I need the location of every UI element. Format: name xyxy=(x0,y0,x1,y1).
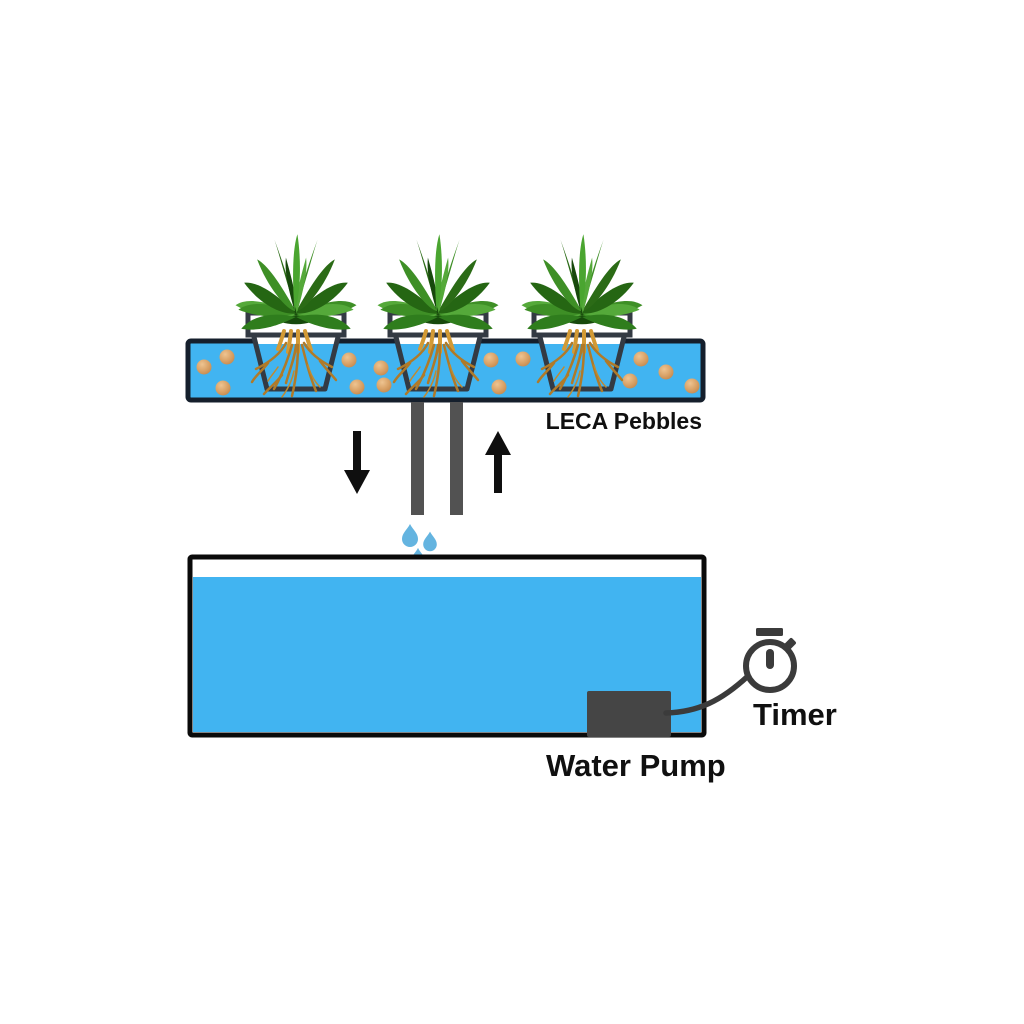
pot-body-outline xyxy=(392,332,484,392)
pebble xyxy=(215,380,231,396)
pebble xyxy=(349,379,365,395)
pebble xyxy=(341,352,357,368)
pebble xyxy=(219,349,235,365)
pot-body-outline xyxy=(250,332,342,392)
pebble xyxy=(196,359,212,375)
label-water-pump: Water Pump xyxy=(546,748,726,783)
water-droplet xyxy=(423,531,437,552)
leca-pebbles-group xyxy=(196,349,700,396)
pebble xyxy=(373,360,389,376)
pebble xyxy=(515,351,531,367)
pump-cord xyxy=(663,673,751,716)
water-pump xyxy=(587,691,671,737)
pebble xyxy=(658,364,674,380)
pebble xyxy=(633,351,649,367)
net-pot-3 xyxy=(521,234,643,399)
net-pot-1 xyxy=(235,234,357,399)
supply-pipe xyxy=(450,402,463,515)
pebble xyxy=(491,379,507,395)
pebble xyxy=(622,373,638,389)
timer-button xyxy=(756,628,783,636)
pebble xyxy=(376,377,392,393)
pot-body-outline xyxy=(536,332,628,392)
label-timer: Timer xyxy=(753,697,837,732)
drain-pipe xyxy=(411,402,424,515)
timer-hand xyxy=(766,649,774,669)
flow-up-arrow xyxy=(485,431,511,493)
water-droplet xyxy=(402,524,418,547)
flow-down-arrow xyxy=(344,431,370,494)
label-leca-pebbles: LECA Pebbles xyxy=(545,408,702,434)
net-pot-2 xyxy=(377,234,499,399)
timer-icon xyxy=(743,628,797,693)
pebble xyxy=(483,352,499,368)
pebble xyxy=(684,378,700,394)
